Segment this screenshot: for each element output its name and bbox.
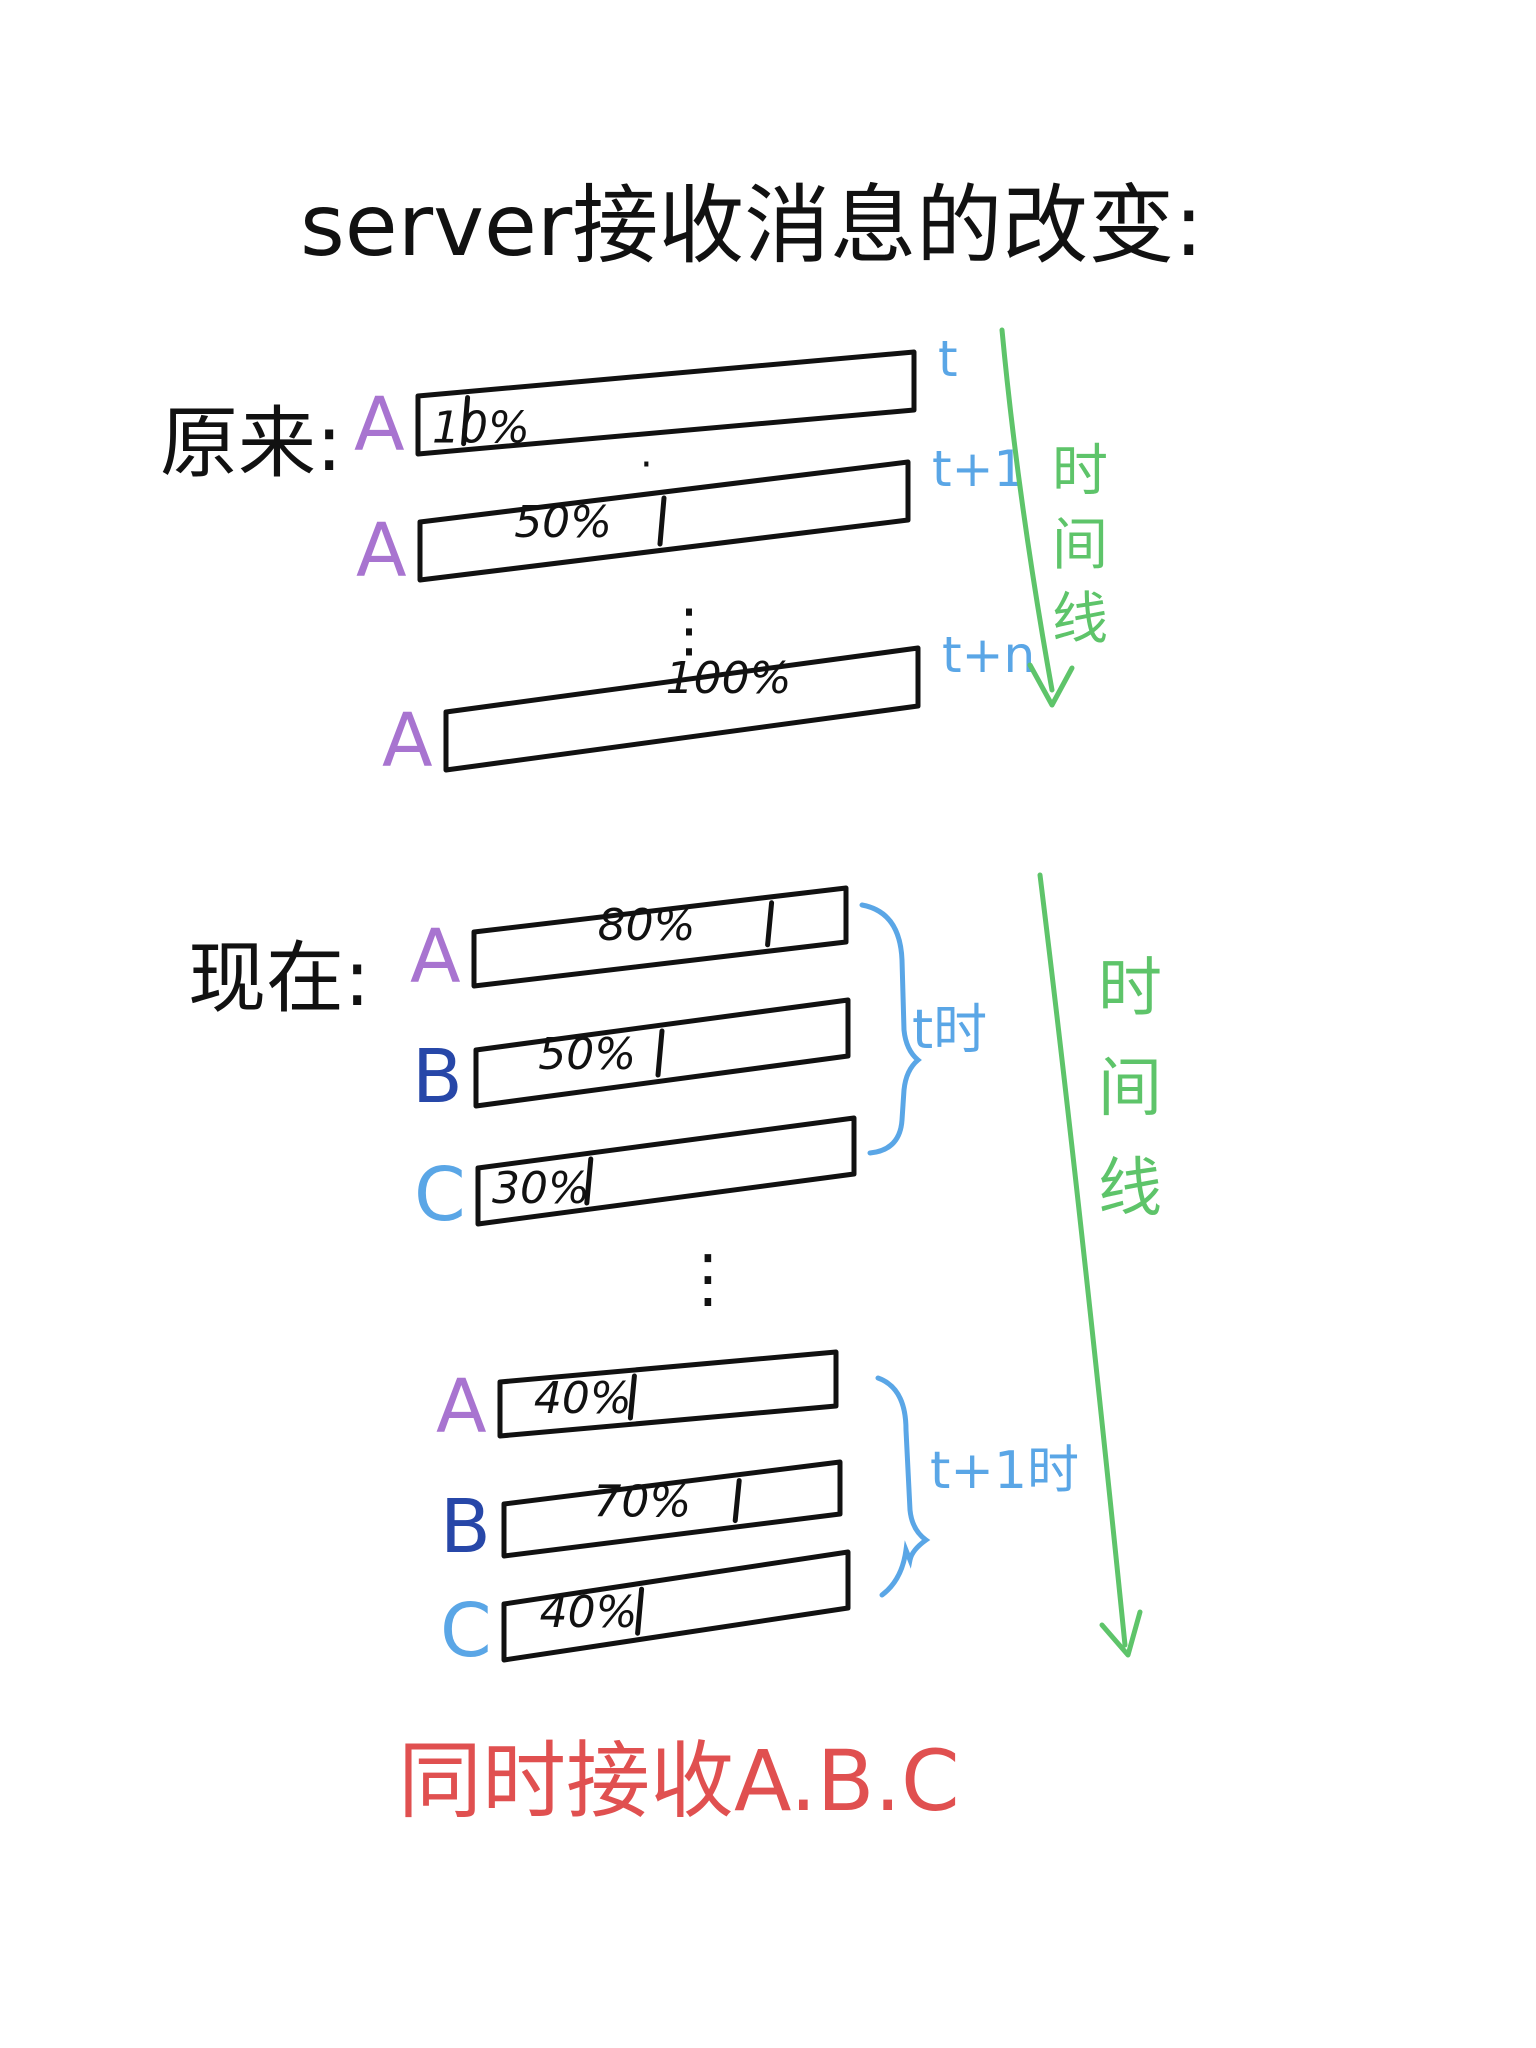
after-label: 现在:: [188, 934, 370, 1024]
after-g1-percent-1: 50%: [538, 1029, 636, 1080]
after-g2-progress-mark-2: [635, 1586, 645, 1636]
footer-note: 同时接收A.B.C: [398, 1732, 960, 1830]
after-g1-percent-0: 80%: [598, 900, 696, 951]
after-timeline-line: [1037, 872, 1128, 1648]
before-progress-mark-1: [657, 495, 667, 547]
before-progress-mark-0: [461, 395, 471, 447]
before-row-1: 50% At+1: [356, 440, 1025, 594]
group-1-time: t时: [912, 998, 987, 1061]
after-g1-bar-1: [473, 997, 851, 1109]
after-g2-bar-0: [497, 1349, 839, 1439]
after-g2-row-1: 70% B: [440, 1459, 843, 1570]
before-ellipsis-1: ·: [640, 442, 653, 488]
before-row-0: 10% At: [354, 330, 958, 468]
before-percent-0: 10%: [432, 403, 530, 454]
after-g2-letter-1: B: [440, 1484, 491, 1570]
before-bar-1: [417, 459, 911, 583]
before-timeline-arrowhead: [1027, 662, 1075, 708]
before-percent-2: 100%: [666, 653, 792, 704]
after-g1-letter-0: A: [410, 914, 461, 1000]
after-g1-progress-mark-2: [584, 1156, 594, 1206]
after-g2-bar-2: [501, 1549, 851, 1663]
before-timeline: 时间线: [999, 327, 1108, 708]
after-g2-row-0: 40% A: [436, 1349, 839, 1450]
after-g1-progress-mark-1: [655, 1028, 665, 1078]
group-1-brace: [859, 902, 922, 1156]
before-time-0: t: [938, 330, 958, 388]
before-percent-1: 50%: [514, 497, 612, 548]
before-letter-0: A: [354, 382, 405, 468]
before-ellipsis-2: ⋮: [660, 596, 718, 664]
before-bar-0: [415, 349, 917, 457]
after-timeline-arrowhead: [1099, 1609, 1143, 1658]
before-rows: 10% At 50% At+1 100% At+n: [354, 330, 1035, 784]
diagram-title: server接收消息的改变:: [300, 176, 1203, 276]
after-timeline-label: 时间线: [1098, 952, 1162, 1226]
before-letter-1: A: [356, 508, 407, 594]
after-g1-bar-0: [471, 885, 849, 989]
group-2-time: t+1时: [930, 1441, 1079, 1501]
before-time-1: t+1: [932, 440, 1025, 498]
after-g2-percent-0: 40%: [534, 1373, 632, 1424]
before-letter-2: A: [382, 698, 433, 784]
after-g2-percent-1: 70%: [593, 1477, 691, 1528]
after-timeline: 时间线: [1037, 872, 1162, 1658]
before-time-2: t+n: [942, 626, 1035, 684]
after-g2-percent-2: 40%: [540, 1587, 638, 1638]
after-g2-progress-mark-1: [732, 1478, 742, 1524]
after-g1-row-1: 50% B: [412, 997, 851, 1120]
after-ellipsis: ⋮: [676, 1242, 740, 1316]
after-group-1-rows: 80% A 50% B 30% C: [410, 885, 857, 1238]
before-timeline-label: 时间线: [1052, 439, 1108, 652]
before-timeline-line: [999, 327, 1055, 693]
before-label: 原来:: [160, 399, 342, 489]
after-g2-letter-0: A: [436, 1364, 487, 1450]
after-g1-row-0: 80% A: [410, 885, 849, 1000]
after-g1-row-2: 30% C: [414, 1115, 857, 1238]
after-group-2-rows: 40% A 70% B 40% C: [436, 1349, 851, 1674]
group-2-brace: [875, 1375, 931, 1598]
after-g1-progress-mark-0: [765, 900, 775, 948]
before-row-2: 100% At+n: [382, 626, 1035, 784]
after-g2-row-2: 40% C: [440, 1549, 851, 1674]
before-bar-2: [443, 645, 921, 773]
after-g2-progress-mark-0: [627, 1373, 637, 1421]
after-g1-letter-1: B: [412, 1034, 463, 1120]
after-g1-letter-2: C: [414, 1152, 466, 1238]
after-g2-letter-2: C: [440, 1588, 492, 1674]
after-g2-bar-1: [501, 1459, 843, 1559]
after-g1-bar-2: [475, 1115, 857, 1227]
after-g1-percent-2: 30%: [492, 1163, 590, 1214]
